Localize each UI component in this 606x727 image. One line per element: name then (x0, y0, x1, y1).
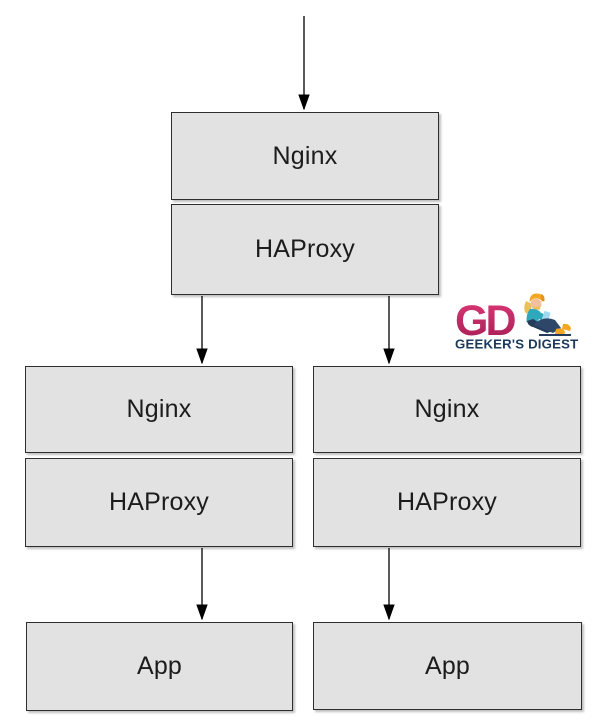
node-label: HAProxy (396, 488, 498, 516)
node-top-haproxy: HAProxy (171, 204, 439, 295)
node-left-haproxy: HAProxy (25, 458, 293, 547)
node-label: App (136, 652, 183, 680)
node-label: HAProxy (108, 488, 210, 516)
node-right-app: App (313, 622, 582, 710)
node-right-nginx: Nginx (313, 366, 581, 453)
node-label: Nginx (414, 395, 480, 423)
node-top-nginx: Nginx (171, 112, 439, 200)
reading-person-illustration (524, 293, 571, 336)
node-label: HAProxy (254, 235, 356, 263)
node-label: Nginx (126, 395, 192, 423)
logo-tagline: GEEKER'S DIGEST (455, 337, 578, 352)
geekers-digest-logo: GD (454, 293, 578, 352)
node-label: App (424, 651, 471, 680)
node-left-nginx: Nginx (25, 366, 293, 453)
node-label: Nginx (272, 141, 338, 170)
logo-monogram: GD (455, 297, 515, 345)
node-left-app: App (26, 622, 293, 711)
node-right-haproxy: HAProxy (313, 458, 581, 547)
